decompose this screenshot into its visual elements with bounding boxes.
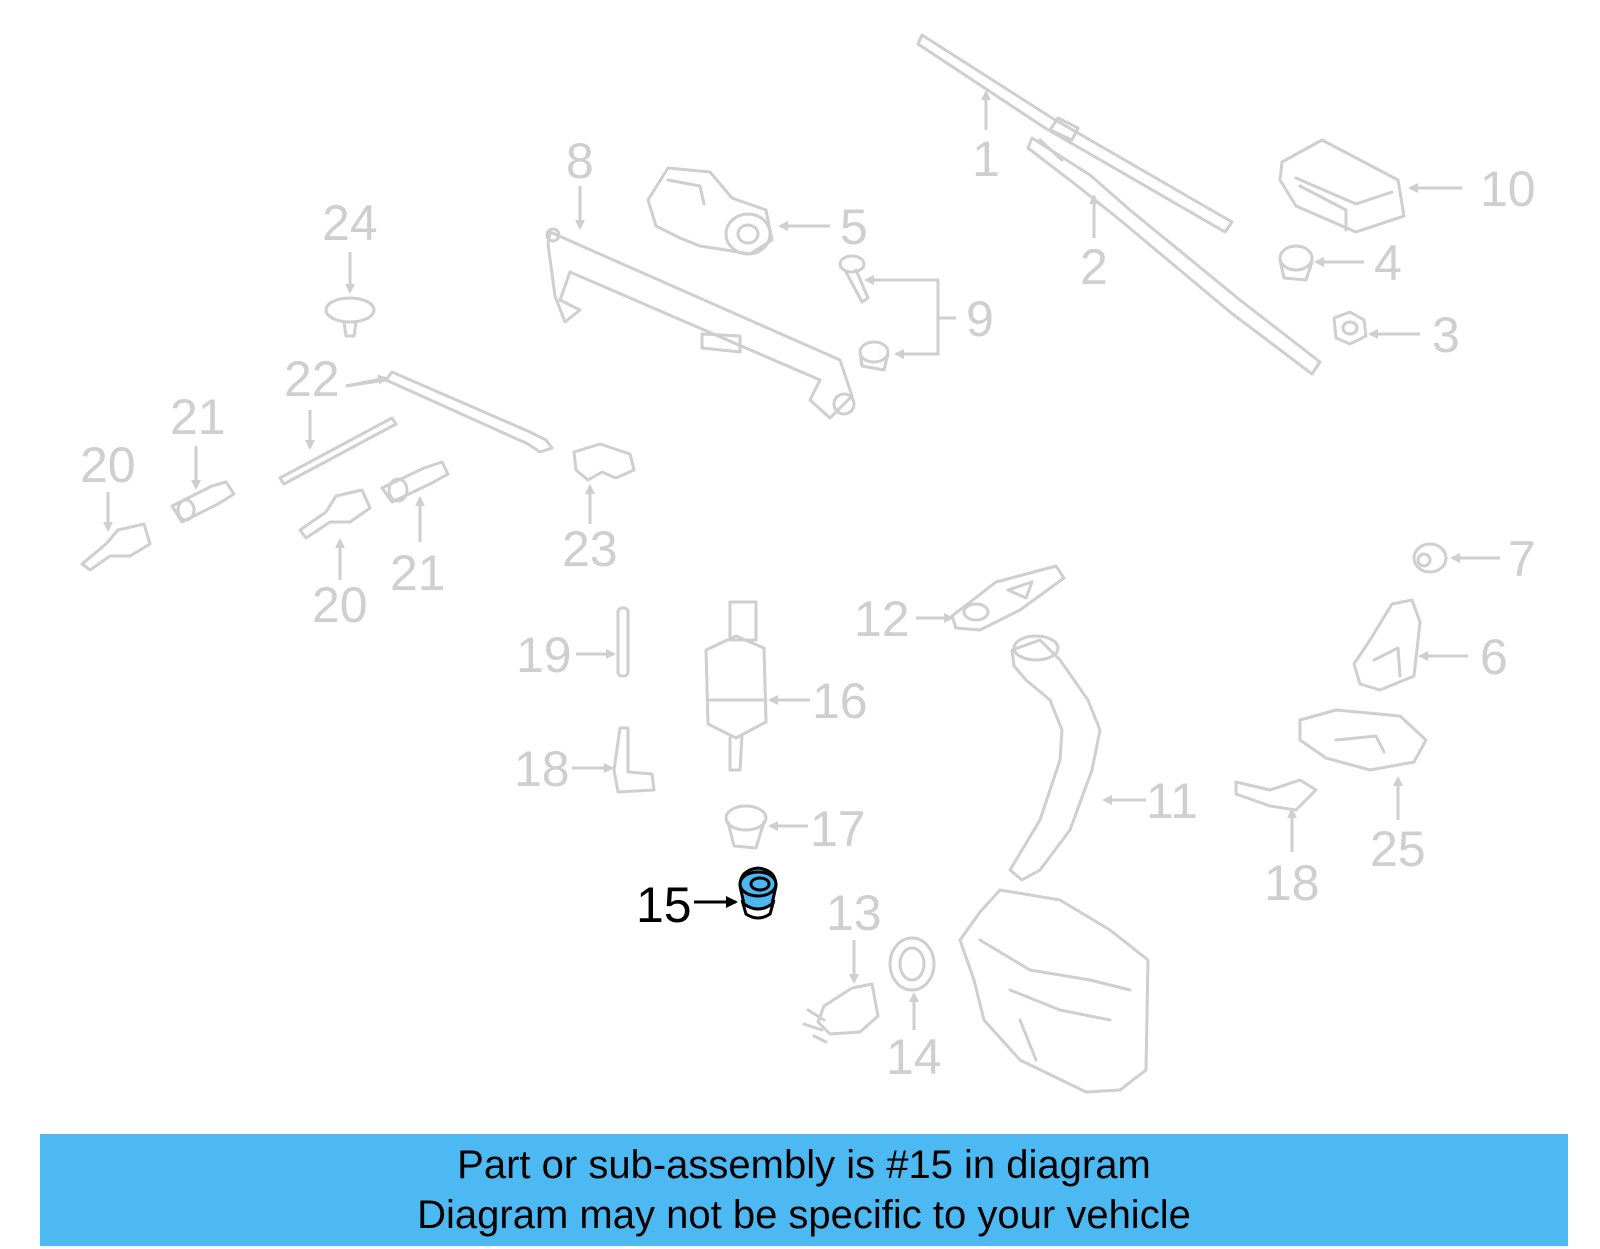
callout-25: 25	[1370, 776, 1426, 877]
clip-part-24	[324, 296, 376, 338]
callout-22: 22	[284, 351, 388, 450]
svg-text:2: 2	[1080, 239, 1108, 295]
callout-1: 1	[972, 90, 1000, 187]
callout-10: 10	[1408, 161, 1536, 217]
callout-8: 8	[566, 133, 594, 230]
svg-text:4: 4	[1374, 235, 1402, 291]
svg-text:5: 5	[840, 199, 868, 255]
callout-4: 4	[1314, 235, 1402, 291]
washer-reservoir-part-11	[958, 634, 1150, 1094]
callout-14: 14	[886, 992, 942, 1085]
svg-text:10: 10	[1480, 161, 1536, 217]
svg-text:14: 14	[886, 1029, 942, 1085]
seal-part-12	[950, 564, 1066, 632]
svg-text:24: 24	[322, 195, 378, 251]
hose-part-22	[278, 370, 554, 486]
callout-20a: 20	[80, 437, 136, 532]
washer-pump-part-16	[704, 600, 768, 772]
svg-text:21: 21	[170, 389, 226, 445]
callout-21a: 21	[170, 389, 226, 490]
svg-text:11: 11	[1146, 773, 1198, 829]
wiper-motor-part-5	[646, 166, 774, 256]
callout-5: 5	[778, 199, 868, 255]
svg-text:20: 20	[80, 437, 136, 493]
check-valve-part-21	[170, 480, 236, 524]
svg-text:9: 9	[966, 291, 994, 347]
level-sensor-part-13	[802, 982, 880, 1044]
callout-6: 6	[1418, 629, 1508, 685]
callout-2: 2	[1080, 194, 1108, 295]
svg-text:15: 15	[636, 877, 692, 933]
callout-23: 23	[562, 484, 618, 577]
svg-text:1: 1	[972, 131, 1000, 187]
grommet-part-14	[888, 936, 936, 992]
svg-text:18: 18	[514, 741, 570, 797]
highlighted-grommet-part-15[interactable]	[738, 866, 778, 920]
callout-13: 13	[826, 885, 882, 984]
wiper-blade-part-1	[916, 33, 1234, 234]
svg-text:22: 22	[284, 351, 340, 407]
svg-text:17: 17	[810, 801, 866, 857]
callout-11: 11	[1102, 773, 1198, 829]
grommet-part-17	[724, 804, 768, 850]
svg-text:23: 23	[562, 521, 618, 577]
callout-3: 3	[1368, 307, 1460, 363]
svg-text:25: 25	[1370, 821, 1426, 877]
svg-text:12: 12	[854, 591, 910, 647]
tee-connector-part-18	[612, 726, 656, 794]
banner-line-2: Diagram may not be specific to your vehi…	[417, 1193, 1191, 1237]
svg-text:20: 20	[312, 577, 368, 633]
pin-part-19	[616, 606, 630, 678]
svg-text:7: 7	[1508, 531, 1536, 587]
connector-part-23	[572, 442, 636, 482]
svg-text:19: 19	[516, 627, 572, 683]
svg-text:21: 21	[390, 545, 446, 601]
cap-part-4	[1278, 244, 1314, 282]
callout-20b: 20	[312, 538, 368, 633]
tee-connector-part-18b	[1234, 778, 1318, 812]
bracket-part-6	[1352, 598, 1422, 692]
svg-text:13: 13	[826, 885, 882, 941]
svg-text:16: 16	[812, 673, 868, 729]
callout-24: 24	[322, 195, 378, 294]
washer-nozzle-part-20b	[298, 488, 372, 540]
callout-9: 9	[864, 275, 994, 359]
bumper-part-7	[1412, 542, 1448, 574]
callout-15: 15	[636, 877, 738, 933]
screw-part-9	[838, 254, 870, 304]
nut-part-3	[1332, 310, 1368, 346]
callout-7: 7	[1450, 531, 1536, 587]
washer-nozzle-part-20	[80, 522, 152, 572]
callout-17: 17	[768, 801, 866, 857]
svg-text:3: 3	[1432, 307, 1460, 363]
callout-18b: 18	[1264, 808, 1320, 911]
nozzle-housing-part-25	[1298, 708, 1428, 772]
callout-16: 16	[768, 673, 868, 729]
svg-text:8: 8	[566, 133, 594, 189]
wiper-arm-part-2	[1026, 136, 1322, 376]
callout-18a: 18	[514, 741, 614, 797]
callout-19: 19	[516, 627, 616, 683]
cowl-cover-part-10	[1278, 138, 1406, 234]
grommet-part-9	[858, 340, 890, 372]
svg-text:6: 6	[1480, 629, 1508, 685]
banner-line-1: Part or sub-assembly is #15 in diagram	[457, 1143, 1151, 1187]
check-valve-part-21b	[380, 460, 450, 504]
svg-text:18: 18	[1264, 855, 1320, 911]
callout-21b: 21	[390, 496, 446, 601]
info-banner: Part or sub-assembly is #15 in diagram D…	[40, 1134, 1568, 1246]
callout-12: 12	[854, 591, 954, 647]
wiper-linkage-part-8	[545, 227, 856, 420]
